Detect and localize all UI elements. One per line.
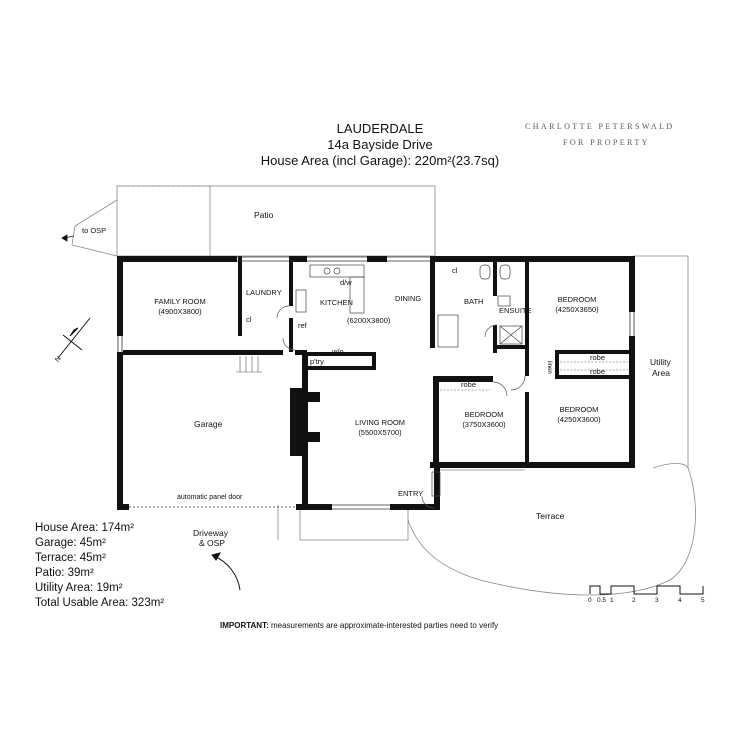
- north-arrow-icon: [57, 317, 91, 359]
- entry-cl-label: cl: [434, 479, 440, 488]
- bedroom-1-dim: (4250X3650): [555, 305, 599, 314]
- living-room-label: LIVING ROOM: [354, 418, 406, 427]
- door-swings: [276, 305, 526, 509]
- kitchen-fixtures: [295, 264, 365, 314]
- scale-label-4: 4: [678, 597, 682, 604]
- brand-tagline: FOR PROPERTY: [563, 138, 650, 147]
- laundry-cl-label: cl: [246, 315, 252, 324]
- important-label: IMPORTANT:: [220, 621, 269, 630]
- ref-label: ref: [298, 321, 307, 330]
- summary-total: Total Usable Area: 323m²: [35, 597, 165, 609]
- important-note: IMPORTANT: measurements are approximate-…: [220, 621, 498, 630]
- pantry-label: p'try: [310, 357, 324, 366]
- bedroom-3-dim: (4250X3600): [557, 415, 601, 424]
- to-osp-arrow-icon: [61, 234, 75, 242]
- robe-3-label: robe: [461, 380, 477, 389]
- ensuite-label: ENSUITE: [499, 306, 532, 315]
- plan-title: LAUDERDALE: [336, 121, 424, 136]
- bath-fixtures: [437, 264, 523, 348]
- windows: [117, 256, 635, 510]
- scale-label-2: 2: [632, 597, 636, 604]
- bedroom-2-label: BEDROOM: [464, 410, 504, 419]
- garage-label: Garage: [194, 419, 223, 429]
- family-room-dim: (4900X3800): [158, 307, 202, 316]
- dw-label: d/w: [340, 278, 352, 287]
- plan-house-area: House Area (incl Garage): 220m²(23.7sq): [260, 153, 500, 168]
- garage-steps: [236, 356, 262, 373]
- bath-label: BATH: [464, 297, 484, 306]
- entry-label: ENTRY: [398, 489, 424, 498]
- dining-label: DINING: [395, 294, 422, 303]
- utility-area-outline: [633, 255, 689, 468]
- robe-2-label: robe: [590, 367, 606, 376]
- driveway-label: Driveway: [193, 528, 228, 538]
- scale-label-0: 0: [588, 597, 592, 604]
- to-osp-label: to OSP: [82, 226, 107, 235]
- utility-label-2: Area: [652, 368, 670, 378]
- bedroom-1-label: BEDROOM: [557, 295, 597, 304]
- summary-utility: Utility Area: 19m²: [35, 582, 123, 594]
- panel-door-label: automatic panel door: [177, 494, 243, 501]
- linen-label: linen: [546, 361, 552, 374]
- plan-address: 14a Bayside Drive: [327, 137, 433, 152]
- patio-outline: [71, 185, 436, 257]
- scale-label-05: 0.5: [597, 597, 607, 604]
- summary-terrace: Terrace: 45m²: [35, 552, 106, 564]
- bedroom-3-label: BEDROOM: [559, 405, 599, 414]
- entry-cl-box: [431, 471, 441, 497]
- robe-rails: [440, 361, 628, 391]
- walk-in-label: w/o: [332, 347, 344, 356]
- scale-label-5: 5: [701, 597, 705, 604]
- patio-label: Patio: [254, 210, 274, 220]
- driveway-arrow-icon: [211, 552, 241, 591]
- family-room-label: FAMILY ROOM: [154, 297, 206, 306]
- laundry-label: LAUNDRY: [246, 288, 282, 297]
- utility-label: Utility: [650, 357, 671, 367]
- exterior-walls: [117, 256, 635, 510]
- bedroom-2-dim: (3750X3600): [462, 420, 506, 429]
- important-text: measurements are approximate-interested …: [268, 621, 499, 630]
- scale-bar: [589, 585, 704, 595]
- summary-patio: Patio: 39m²: [35, 567, 94, 579]
- summary-garage: Garage: 45m²: [35, 537, 106, 549]
- living-room-dim: (5500X5700): [358, 428, 402, 437]
- summary-house-area: House Area: 174m²: [35, 522, 135, 534]
- kitchen-label: KITCHEN: [320, 298, 353, 307]
- scale-label-3: 3: [655, 597, 659, 604]
- brand-name: CHARLOTTE PETERSWALD: [525, 122, 675, 131]
- scale-label-1: 1: [610, 597, 614, 604]
- interior-walls: [123, 256, 631, 468]
- robe-1-label: robe: [590, 353, 606, 362]
- terrace-outline: [277, 463, 696, 596]
- driveway-label-2: & OSP: [199, 538, 225, 548]
- terrace-label: Terrace: [536, 511, 565, 521]
- kitchen-dim: (6200X3800): [347, 316, 391, 325]
- bath-cl-label: cl: [452, 266, 458, 275]
